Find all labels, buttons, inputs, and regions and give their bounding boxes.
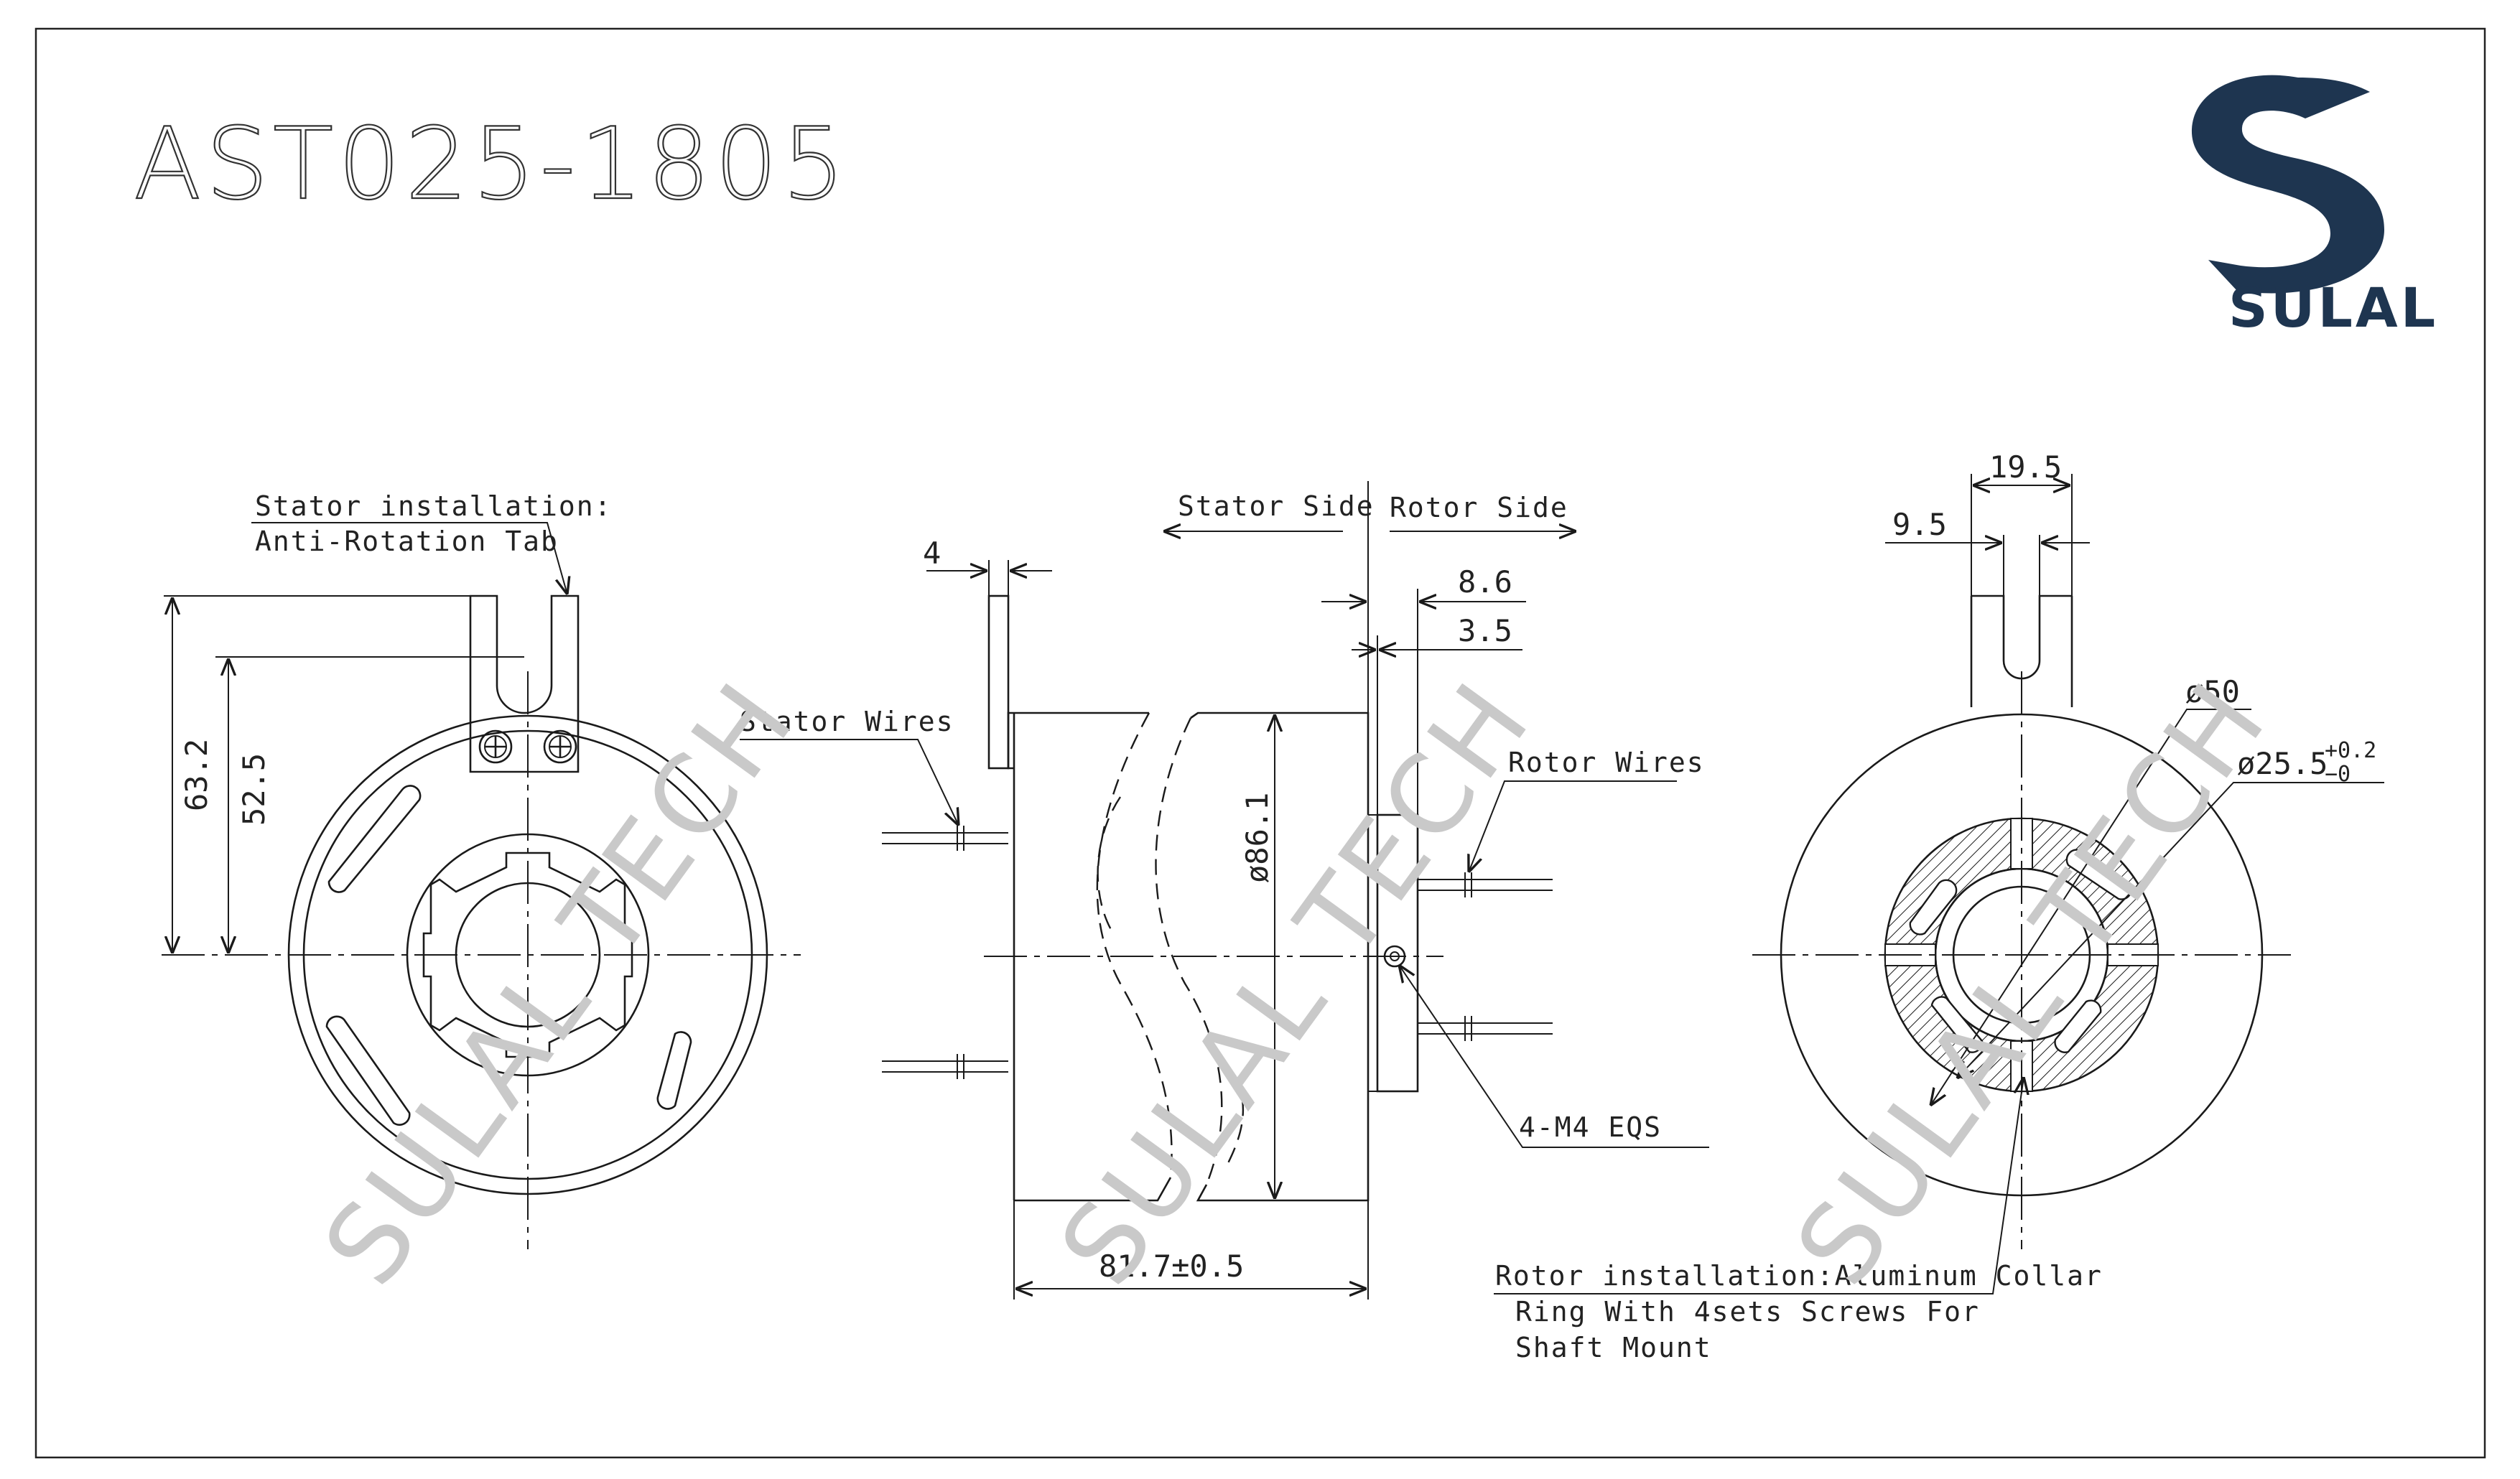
- tab-screw: [478, 729, 513, 764]
- break-line: [1096, 712, 1173, 1178]
- left-slot: [656, 1031, 692, 1110]
- break-line: [1227, 1076, 1245, 1164]
- stator-side-label: Stator Side: [1178, 490, 1375, 522]
- dim-bore-tol-upper: +0.2: [2325, 738, 2376, 763]
- right-slot: [1930, 996, 1984, 1053]
- watermark: SULAL TECH: [1772, 659, 2292, 1307]
- rotor-wires-label: Rotor Wires: [1508, 747, 1705, 778]
- rotor-install-label-line2: Ring With 4sets Screws For: [1515, 1296, 1980, 1328]
- right-slot: [2054, 999, 2102, 1053]
- anti-rotation-tab: [469, 594, 580, 773]
- dim-tab-thickness: 4: [923, 536, 941, 571]
- left-view: 63.2 52.5 Stator installation: Anti-Rota…: [162, 490, 801, 1249]
- left-hub-keyed-ring: [422, 852, 633, 1058]
- left-slot: [327, 785, 422, 893]
- rotor-install-label-line1: Rotor installation:Aluminum Collar: [1495, 1260, 2103, 1292]
- side-view: Stator Side Rotor Side 4 8.6 3.5 Stator …: [740, 481, 1709, 1300]
- dim-outer-diameter: ø50: [2185, 674, 2240, 709]
- screws-label: 4-M4 EQS: [1519, 1111, 1662, 1143]
- watermark: SULAL TECH: [1036, 659, 1556, 1307]
- dim-flange-width: 8.6: [1458, 564, 1512, 599]
- stator-label-line1: Stator installation:: [255, 490, 613, 522]
- dim-overall-height: 63.2: [179, 739, 214, 811]
- drawing-border: [34, 27, 2486, 1459]
- rotor-install-label-line3: Shaft Mount: [1515, 1332, 1712, 1363]
- right-slot: [1909, 879, 1958, 936]
- stator-wires: [882, 826, 1008, 1079]
- side-body-outline: [1007, 711, 1149, 770]
- dim-slot-width: 19.5: [1989, 449, 2062, 485]
- left-slot: [325, 1015, 411, 1126]
- side-stator-tab: [987, 594, 1010, 770]
- dim-center-height: 52.5: [236, 753, 271, 826]
- dim-bore-diameter: ø25.5: [2237, 746, 2328, 781]
- rotor-wires: [1418, 872, 1553, 1041]
- brand-logo-mark: [2191, 75, 2384, 294]
- stator-label-line2: Anti-Rotation Tab: [255, 526, 559, 557]
- drawing-title: AST025-1805: [134, 106, 850, 222]
- tab-screw: [543, 729, 577, 764]
- stator-leader: [251, 522, 567, 594]
- brand-name: SULAL: [2228, 276, 2438, 340]
- dim-bore-tol-lower: −0: [2325, 762, 2351, 787]
- brand-logo: SULAL: [2191, 75, 2438, 340]
- break-line: [1155, 717, 1223, 1185]
- dim-body-diameter: ø86.1: [1240, 793, 1275, 883]
- side-rotor-flange: [1376, 813, 1419, 1093]
- stator-wires-label: Stator Wires: [740, 706, 954, 737]
- break-line: [1097, 796, 1121, 934]
- right-view: 19.5 9.5 ø50 ø25.5 +0.2 −0 Rotor install…: [1494, 449, 2384, 1363]
- dim-body-length: 81.7±0.5: [1099, 1249, 1244, 1284]
- dim-slot-half: 9.5: [1892, 507, 1947, 542]
- dim-flange-thickness: 3.5: [1458, 613, 1512, 648]
- rotor-side-label: Rotor Side: [1390, 492, 1568, 523]
